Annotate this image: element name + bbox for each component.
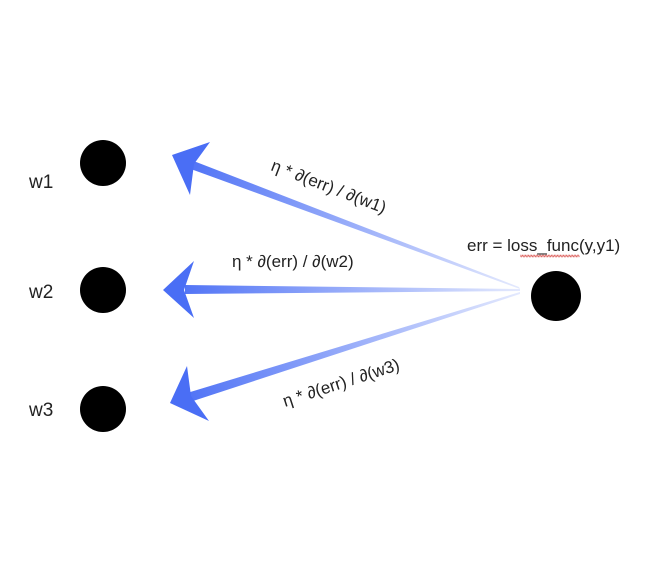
gradient-arrow-w3 — [170, 292, 520, 421]
node-circle — [531, 271, 581, 321]
spellcheck-squiggle — [520, 254, 580, 258]
weight-node-w1: w1 — [28, 140, 126, 193]
arrowhead-icon — [170, 366, 209, 421]
output-node: err = loss_func(y,y1) — [467, 236, 620, 321]
arrow-shaft — [185, 285, 520, 294]
node-circle — [80, 267, 126, 313]
arrow-shaft — [188, 160, 520, 289]
arrowhead-icon — [163, 261, 194, 318]
arrowhead-icon — [172, 142, 210, 195]
node-circle — [80, 386, 126, 432]
gradient-arrow-w1 — [172, 142, 520, 289]
weight-node-w3: w3 — [28, 386, 126, 432]
gradient-label-w1: η * ∂(err) / ∂(w1) — [269, 156, 389, 217]
node-label: w1 — [28, 172, 53, 193]
node-label: w3 — [28, 400, 53, 421]
arrow-shaft — [187, 292, 520, 402]
node-circle — [80, 140, 126, 186]
gradient-label-w2: η * ∂(err) / ∂(w2) — [232, 252, 354, 271]
gradient-arrow-w2 — [163, 261, 520, 318]
output-node-label: err = loss_func(y,y1) — [467, 236, 620, 255]
weight-node-w2: w2 — [28, 267, 126, 313]
node-label: w2 — [28, 282, 53, 303]
